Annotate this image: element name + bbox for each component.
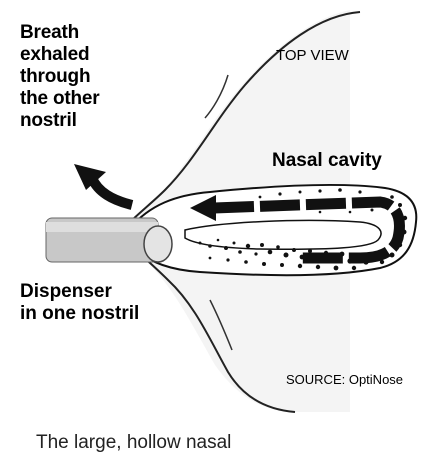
- caption-text: The large, hollow nasal: [36, 432, 231, 454]
- source-name: OptiNose: [349, 372, 403, 387]
- source-prefix: SOURCE:: [286, 372, 349, 387]
- dispenser-device: [46, 218, 172, 262]
- source-credit: SOURCE: OptiNose: [286, 372, 403, 387]
- breath-exhaled-label: Breath exhaled through the other nostril: [20, 22, 99, 132]
- exhale-arrow: [74, 164, 132, 205]
- dispenser-label: Dispenser in one nostril: [20, 281, 139, 325]
- dispenser-tip: [144, 226, 172, 262]
- nasal-cavity-label: Nasal cavity: [272, 150, 382, 172]
- septum-loop: [185, 220, 381, 249]
- top-view-label: TOP VIEW: [276, 47, 349, 64]
